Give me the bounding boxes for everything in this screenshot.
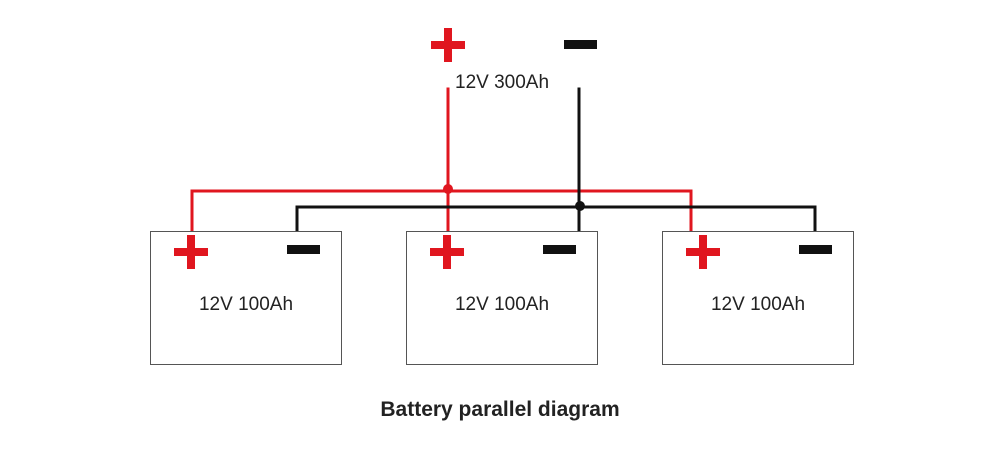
positive-junction-dot — [443, 184, 453, 194]
battery-rating-label: 12V 100Ah — [710, 294, 806, 315]
battery-plus-sign-icon — [686, 235, 720, 269]
negative-wiring — [295, 87, 817, 238]
battery-1: 12V 100Ah — [150, 231, 342, 365]
diagram-caption: Battery parallel diagram — [380, 398, 620, 421]
output-minus-sign-icon — [564, 40, 597, 49]
battery-plus-sign-icon — [174, 235, 208, 269]
negative-junction-dot — [575, 201, 585, 211]
battery-minus-sign-icon — [799, 245, 832, 254]
battery-minus-sign-icon — [543, 245, 576, 254]
battery-2: 12V 100Ah — [406, 231, 598, 365]
battery-rating-label: 12V 100Ah — [454, 294, 550, 315]
battery-minus-sign-icon — [287, 245, 320, 254]
battery-rating-label: 12V 100Ah — [198, 294, 294, 315]
battery-3: 12V 100Ah — [662, 231, 854, 365]
positive-wiring — [190, 87, 693, 238]
output-plus-sign-icon — [431, 28, 465, 62]
output-rating-label: 12V 300Ah — [455, 72, 550, 93]
battery-plus-sign-icon — [430, 235, 464, 269]
